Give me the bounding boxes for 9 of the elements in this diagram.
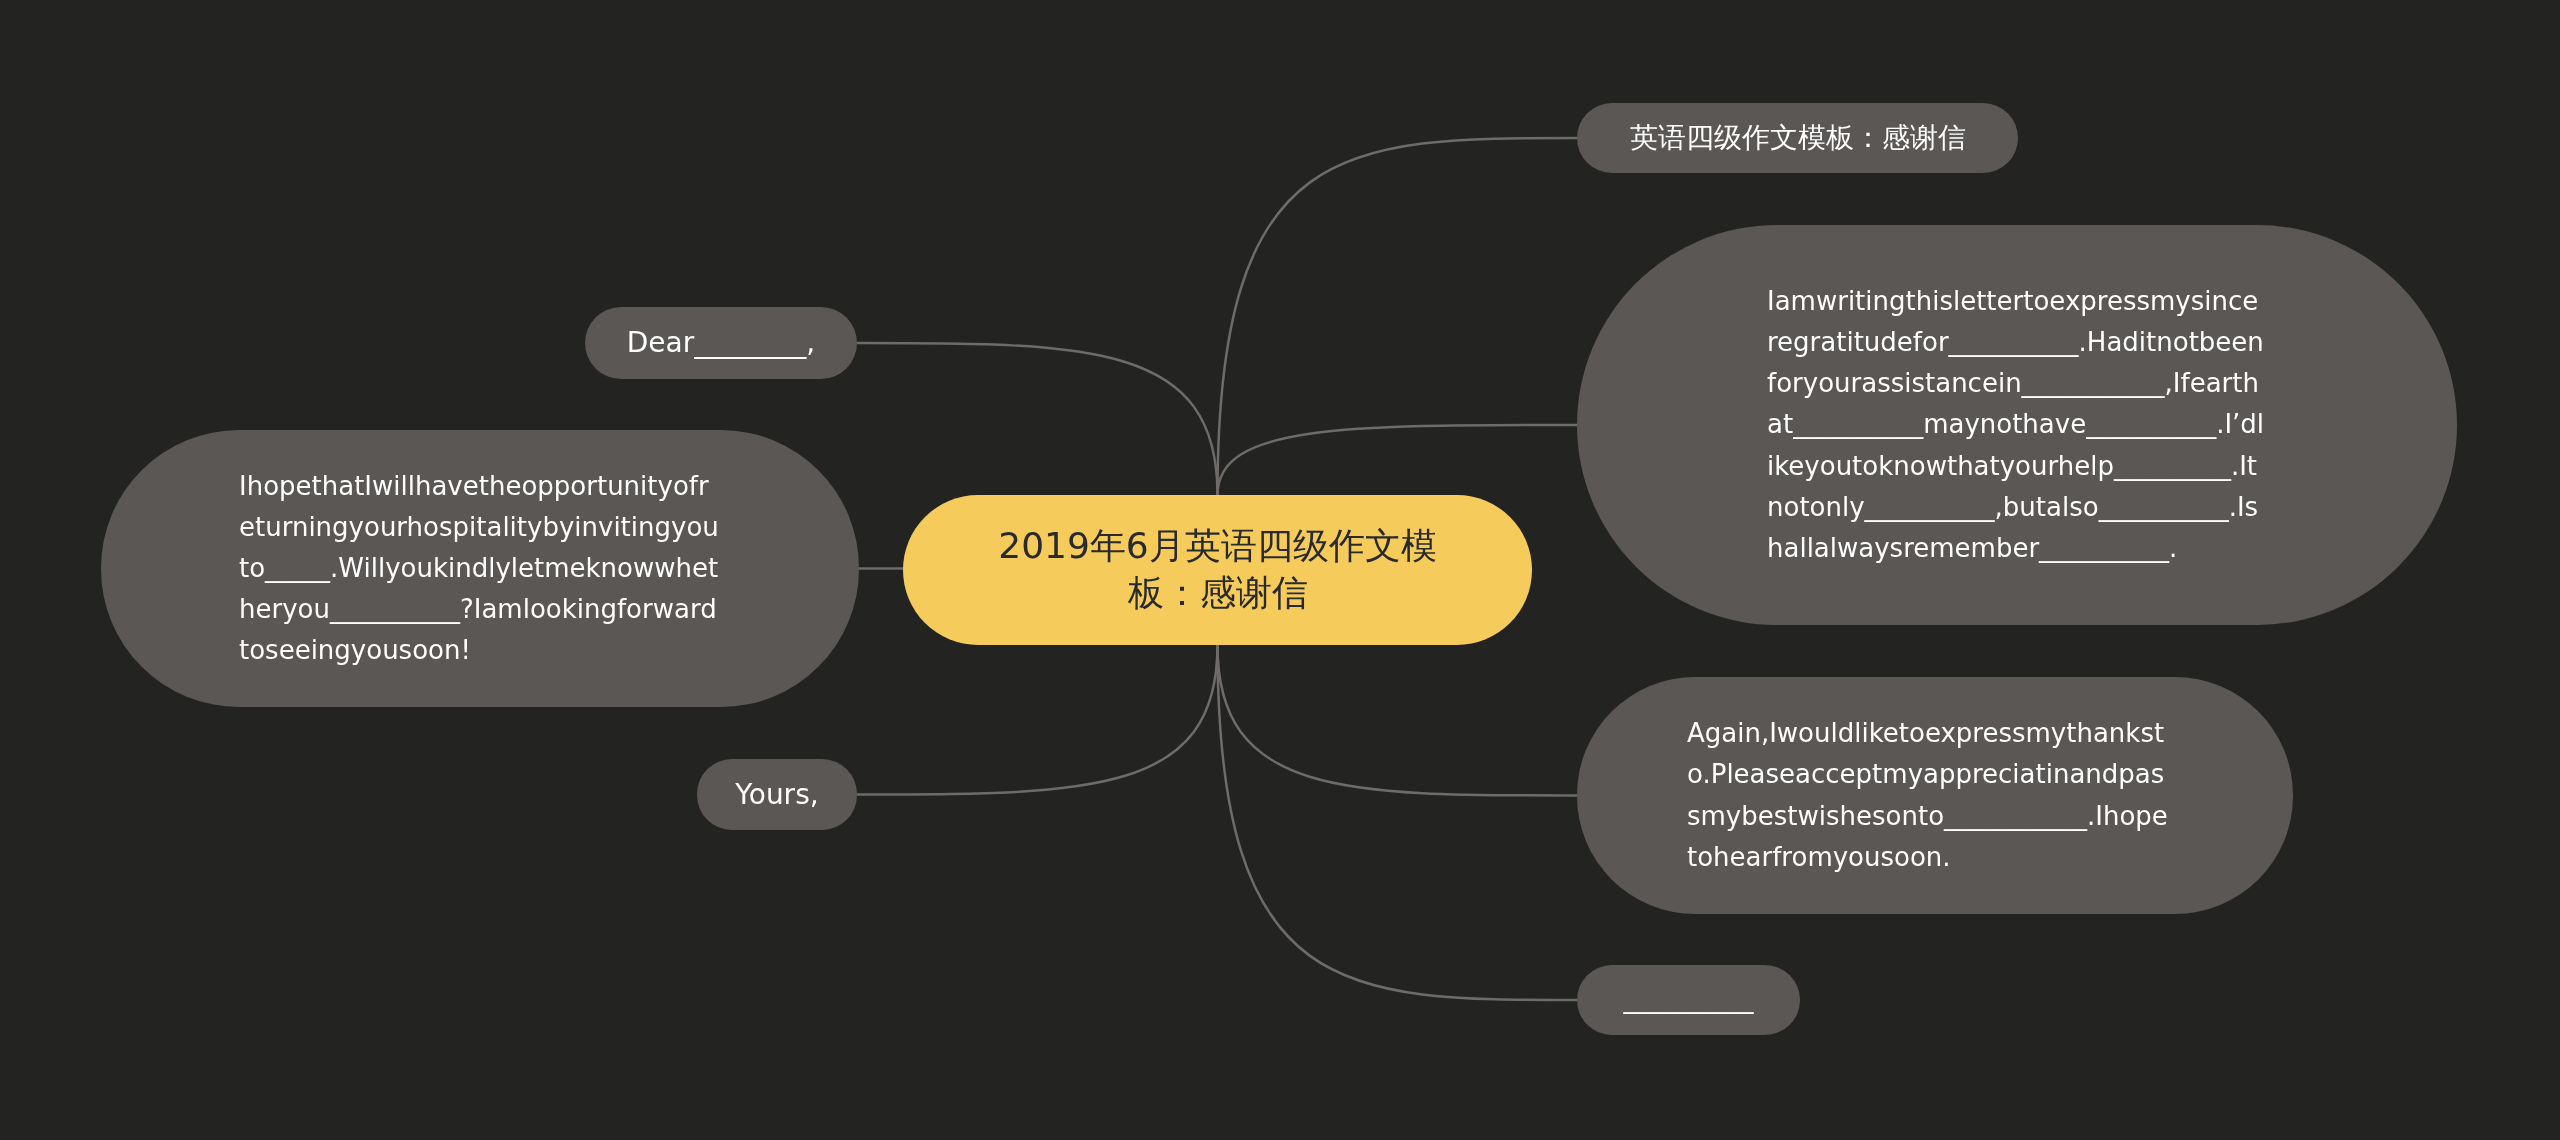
topic-text: IhopethatIwillhavetheopportunityofreturningyourhospitalitybyinvitingyouto_____.Willyoukindlyletmeknowwhetheryou__________?Iamlookingforwardtoseeingyousoon! [239, 469, 719, 668]
topic-text: Iamwritingthislettertoexpressmysinceregratitudefor__________.Haditnotbeenforyourassistancein___________,Ifearthat__________maynothave__________.I’dlikeyoutoknowthatyourhelp_________.Itnotonly__________,butalso__________.Ishallalwaysremember__________. [1767, 285, 2266, 565]
topic-text: __________ [1623, 984, 1754, 1016]
connector-line [859, 567, 903, 570]
topic-text: 英语四级作文模板：感谢信 [1629, 121, 1966, 155]
topic-text: Dear________, [626, 326, 816, 360]
topic-text: Yours, [735, 777, 819, 812]
topic-text: Again,Iwouldliketoexpressmythanksto.Pleaseacceptmyappreciatinandpassmybestwishesonto___________.Ihopetohearfromyousoon. [1687, 717, 2169, 874]
topic-text: 2019年6月英语四级作文模板：感谢信 [997, 524, 1438, 615]
